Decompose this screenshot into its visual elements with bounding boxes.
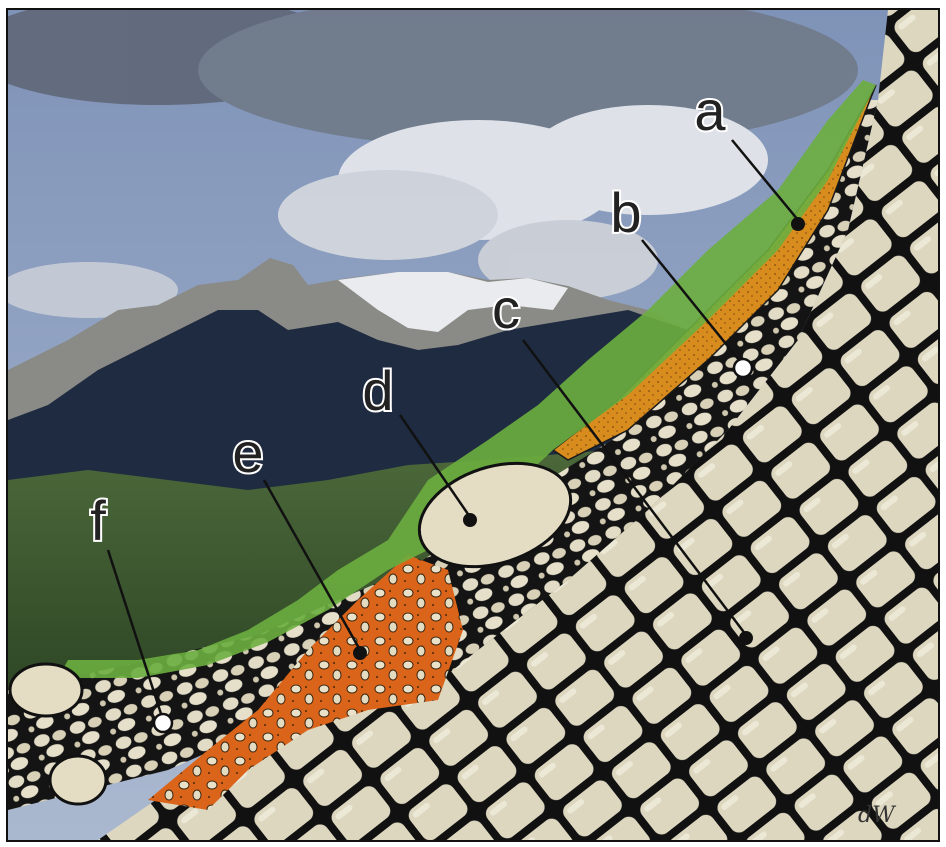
label-c: c xyxy=(492,277,520,340)
point-d xyxy=(463,513,477,527)
label-d: d xyxy=(362,359,393,422)
label-b: b xyxy=(610,181,641,244)
boulder-left xyxy=(10,664,82,716)
label-a: a xyxy=(694,79,726,142)
point-b xyxy=(734,359,752,377)
label-e: e xyxy=(232,421,263,484)
point-f xyxy=(154,714,172,732)
boulder-left-lower xyxy=(50,756,106,804)
label-f: f xyxy=(90,489,106,552)
point-c xyxy=(739,631,753,645)
weathering-profile-figure: a b c d e f dW xyxy=(6,8,940,842)
illustration: a b c d e f dW xyxy=(8,10,938,840)
artist-signature: dW xyxy=(858,803,897,828)
point-e xyxy=(353,646,367,660)
point-a xyxy=(791,217,805,231)
